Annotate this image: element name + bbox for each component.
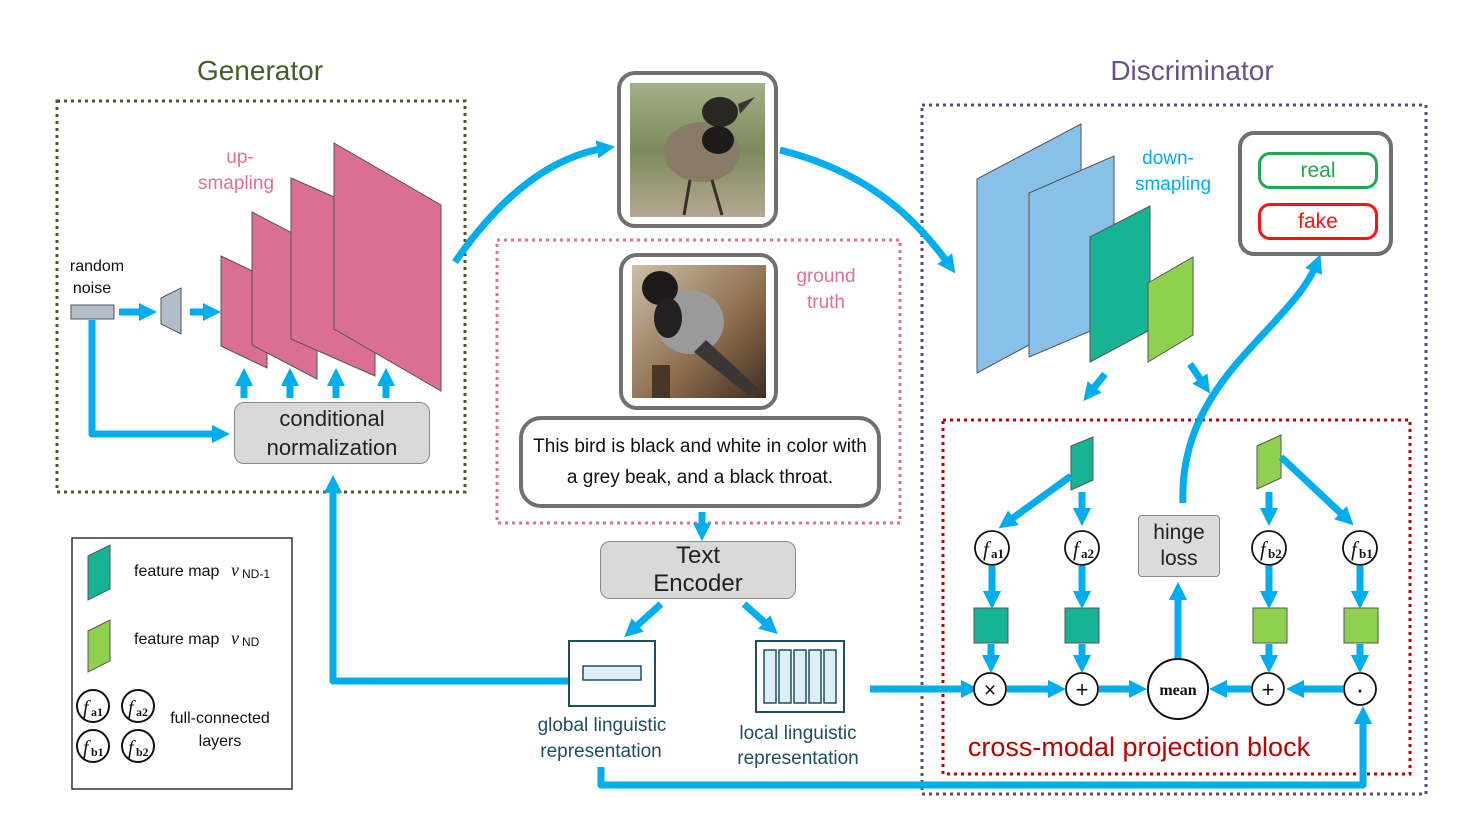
op-add-right-symbol: + xyxy=(1262,677,1275,702)
discriminator-arrows xyxy=(981,254,1370,699)
op-add-right: + xyxy=(1251,672,1285,706)
text-encoder-box: Text Encoder xyxy=(600,541,796,599)
legend-subscript-2: ND xyxy=(242,635,260,649)
proj-feature-green xyxy=(1256,434,1282,490)
op-add-left-symbol: + xyxy=(1076,677,1089,702)
legend-fc-a2-f: f xyxy=(128,697,136,719)
ground-truth-label-2: truth xyxy=(807,292,845,313)
text-encoder-line-1: Text xyxy=(675,542,720,569)
cond-norm-line-2: normalization xyxy=(266,435,398,460)
fc-node-a1-f: f xyxy=(983,537,992,561)
op-multiply-symbol: × xyxy=(984,679,996,702)
fc-node-a2-sub: a2 xyxy=(1081,546,1094,561)
projection-block-container xyxy=(941,418,1412,776)
noise-vector xyxy=(70,304,115,320)
caption-box: This bird is black and white in color wi… xyxy=(519,416,881,508)
caption-line-1: This bird is black and white in color wi… xyxy=(533,436,867,457)
legend-fc-a1-f: f xyxy=(83,697,91,719)
global-representation-vector xyxy=(582,665,642,681)
fc-output-a2 xyxy=(1064,607,1100,644)
downsampling-label-2: smapling xyxy=(1135,174,1211,195)
op-dot: · xyxy=(1343,672,1377,706)
generator-title: Generator xyxy=(197,55,323,86)
upsampling-label-1: up- xyxy=(226,147,253,168)
fc-node-b2-sub: b2 xyxy=(1268,546,1282,561)
global-repr-label-1: global linguistic xyxy=(538,715,667,736)
legend-v-symbol-1: v xyxy=(231,560,239,580)
local-repr-label-1: local linguistic xyxy=(739,723,856,744)
proj-feature-teal xyxy=(1070,436,1094,491)
hinge-line-1: hinge xyxy=(1153,521,1205,544)
local-repr-label-2: representation xyxy=(737,748,858,769)
center-arrows xyxy=(597,146,1373,789)
fc-node-b2: f b2 xyxy=(1251,530,1287,566)
hinge-loss-box: hinge loss xyxy=(1138,515,1220,577)
global-repr-label-2: representation xyxy=(540,741,661,762)
fc-node-a1: f a1 xyxy=(974,530,1010,566)
fc-node-b1-f: f xyxy=(1351,537,1360,561)
legend-fc-label-1: full-connected xyxy=(170,710,270,727)
fake-label: fake xyxy=(1298,209,1338,233)
fc-node-a1-sub: a1 xyxy=(991,546,1004,561)
fc-node-b2-f: f xyxy=(1260,537,1269,561)
noise-projection-map xyxy=(160,287,182,335)
feature-map-nd xyxy=(1147,256,1194,363)
legend-fc-b1-sub: b1 xyxy=(91,745,104,759)
upsampling-label-2: smapling xyxy=(198,173,274,194)
op-multiply: × xyxy=(973,672,1007,706)
fc-node-b1-sub: b1 xyxy=(1359,546,1373,561)
op-add-left: + xyxy=(1065,672,1099,706)
ground-truth-image xyxy=(619,253,778,410)
text-encoder-line-2: Encoder xyxy=(653,570,743,597)
real-label-box: real xyxy=(1258,152,1378,189)
legend-fc-b2-f: f xyxy=(128,737,136,759)
legend-fc-label-2: layers xyxy=(199,733,242,750)
legend-fc-a1-sub: a1 xyxy=(91,705,103,719)
fc-node-b1: f b1 xyxy=(1342,530,1378,566)
fc-output-a1 xyxy=(973,607,1009,644)
upsampling-map-4 xyxy=(333,142,442,392)
legend-subscript-1: ND-1 xyxy=(242,567,270,581)
legend-feature-map-2: feature map xyxy=(134,631,219,648)
fc-output-b1 xyxy=(1343,607,1379,644)
discriminator-title: Discriminator xyxy=(1110,55,1273,86)
legend-fc-b1-f: f xyxy=(83,737,91,759)
local-representation-vectors xyxy=(763,649,837,704)
op-dot-symbol: · xyxy=(1356,674,1365,704)
fc-node-a2: f a2 xyxy=(1064,530,1100,566)
hinge-line-2: loss xyxy=(1160,547,1198,570)
legend-fc-icons: f a1 f a2 f b1 f b2 xyxy=(76,689,155,763)
conditional-normalization-box: conditional normalization xyxy=(234,402,430,464)
op-mean: mean xyxy=(1147,658,1209,720)
generated-image xyxy=(617,71,778,228)
legend-fc-b2-sub: b2 xyxy=(136,745,149,759)
legend-fc-a2-sub: a2 xyxy=(136,705,148,719)
op-mean-label: mean xyxy=(1159,682,1196,699)
legend-green-swatch xyxy=(87,619,111,673)
random-noise-label-2: noise xyxy=(73,280,111,297)
caption-line-2: a grey beak, and a black throat. xyxy=(566,467,834,488)
fc-node-a2-f: f xyxy=(1073,537,1082,561)
generator-arrows xyxy=(88,140,615,685)
projection-block-label: cross-modal projection block xyxy=(968,732,1311,762)
discriminator-container xyxy=(920,103,1428,796)
fake-label-box: fake xyxy=(1258,203,1378,240)
ground-truth-label-1: ground xyxy=(796,266,855,287)
downsampling-label-1: down- xyxy=(1142,148,1194,169)
cond-norm-line-1: conditional xyxy=(279,406,385,431)
real-label: real xyxy=(1300,158,1336,182)
legend-teal-swatch xyxy=(87,544,111,601)
fc-output-b2 xyxy=(1252,607,1288,644)
generator-container xyxy=(55,99,467,494)
random-noise-label-1: random xyxy=(70,258,124,275)
legend-feature-map-1: feature map xyxy=(134,563,219,580)
legend-v-symbol-2: v xyxy=(231,628,239,648)
